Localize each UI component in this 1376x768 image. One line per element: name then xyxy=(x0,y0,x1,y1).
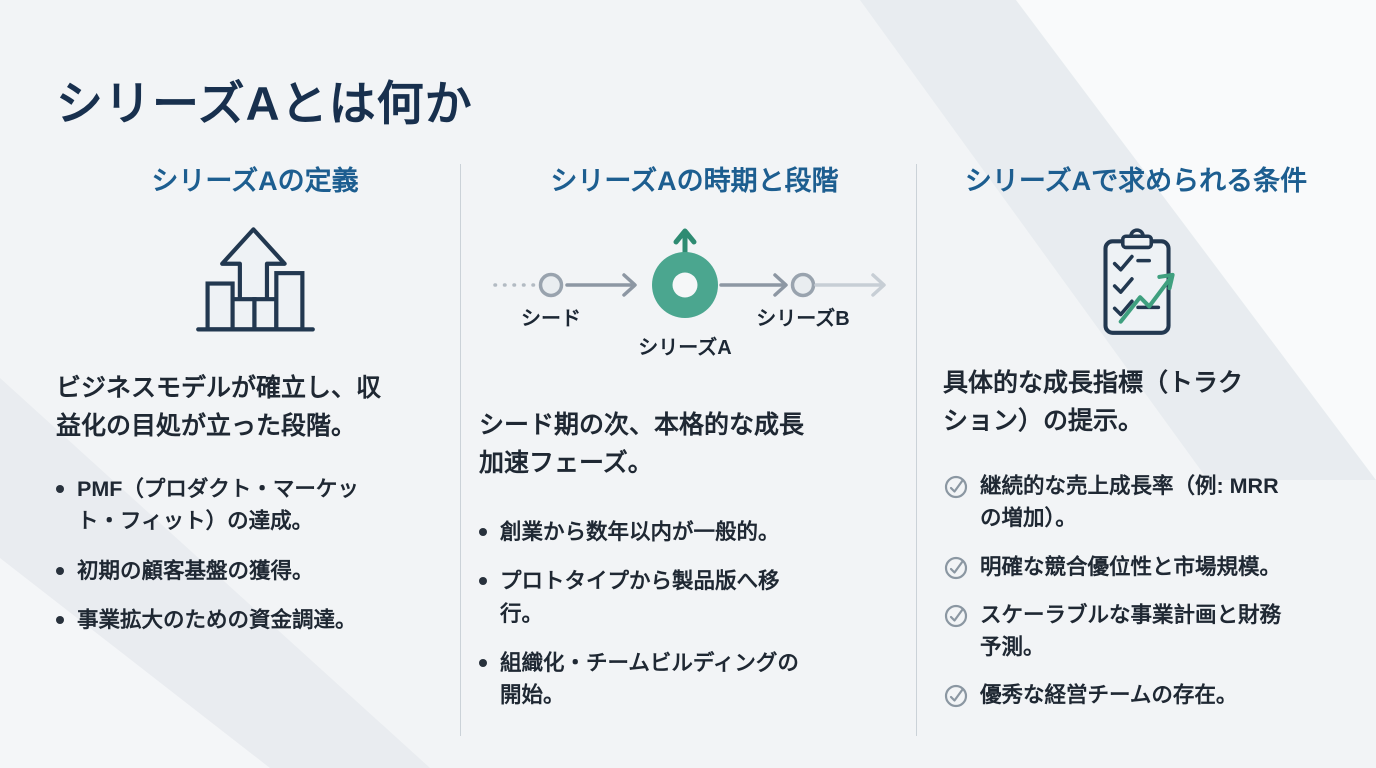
growth-bar-chart-icon xyxy=(195,227,315,332)
list-item: PMF（プロダクト・マーケット・フィット）の達成。 xyxy=(56,473,390,538)
column-timing: シリーズAの時期と段階 xyxy=(461,148,916,736)
check-circle-icon xyxy=(944,475,968,499)
check-text: 明確な競合優位性と市場規模。 xyxy=(980,554,1282,579)
bullet-dot-icon xyxy=(479,528,487,537)
bullet-dot-icon xyxy=(479,577,487,586)
bullet-dot-icon xyxy=(479,658,487,667)
column-requirements-icon-wrap xyxy=(943,227,1329,339)
requirements-check-list: 継続的な売上成長率（例: MRRの増加）。 明確な競合優位性と市場規模。 スケー… xyxy=(943,470,1295,712)
bullet-dot-icon xyxy=(56,485,64,494)
column-requirements-header: シリーズAで求められる条件 xyxy=(964,166,1308,196)
timeline-node-seed xyxy=(538,272,563,298)
trend-up-arrow-icon xyxy=(1118,275,1173,324)
list-item: 初期の顧客基盤の獲得。 xyxy=(56,555,390,587)
bullet-text: 組織化・チームビルディングの開始。 xyxy=(500,650,799,708)
check-text: 優秀な経営チームの存在。 xyxy=(980,683,1238,708)
column-definition-header: シリーズAの定義 xyxy=(151,166,359,196)
list-item: スケーラブルな事業計画と財務予測。 xyxy=(943,599,1295,664)
funding-timeline-wrap: シード シリーズA シリーズB xyxy=(479,223,910,373)
list-item: 事業拡大のための資金調達。 xyxy=(56,604,390,636)
bullet-text: PMF（プロダクト・マーケット・フィット）の達成。 xyxy=(77,477,359,534)
bullet-dot-icon xyxy=(56,566,64,575)
list-item: 継続的な売上成長率（例: MRRの増加）。 xyxy=(943,470,1295,535)
check-text: 継続的な売上成長率（例: MRRの増加）。 xyxy=(980,474,1279,531)
bullet-text: 初期の顧客基盤の獲得。 xyxy=(77,558,314,583)
list-item: 優秀な経営チームの存在。 xyxy=(943,679,1295,711)
timeline-node-series-b xyxy=(790,272,815,298)
definition-bullet-list: PMF（プロダクト・マーケット・フィット）の達成。 初期の顧客基盤の獲得。 事業… xyxy=(56,473,390,636)
timing-lead-text: シード期の次、本格的な成長加速フェーズ。 xyxy=(479,411,805,477)
check-circle-icon xyxy=(944,685,968,708)
timeline-node-series-a-hole xyxy=(672,272,697,298)
column-timing-header: シリーズAの時期と段階 xyxy=(550,166,839,196)
check-text: スケーラブルな事業計画と財務予測。 xyxy=(980,602,1282,660)
list-item: 創業から数年以内が一般的。 xyxy=(479,516,803,548)
arrow-right-icon xyxy=(621,273,637,297)
column-divider xyxy=(460,164,461,736)
page-title: シリーズAとは何か xyxy=(56,77,473,131)
requirements-lead-text: 具体的な成長指標（トラクション）の提示。 xyxy=(943,369,1244,435)
column-definition-icon-wrap xyxy=(56,225,454,340)
bullet-text: 創業から数年以内が一般的。 xyxy=(500,520,780,545)
column-divider xyxy=(916,164,917,736)
arrow-up-icon xyxy=(673,228,696,245)
list-item: プロトタイプから製品版へ移行。 xyxy=(479,565,803,630)
timeline-label-series-a: シリーズA xyxy=(638,335,731,359)
columns-container: シリーズAの定義 ビジネスモデルが確立し、収益化の目処が立った段階。 PMF（プ… xyxy=(56,148,1330,736)
arrow-right-icon xyxy=(772,273,788,297)
bullet-text: プロトタイプから製品版へ移行。 xyxy=(500,569,780,626)
list-item: 明確な競合優位性と市場規模。 xyxy=(943,551,1295,583)
funding-timeline-diagram: シード シリーズA シリーズB xyxy=(492,228,886,359)
check-circle-icon xyxy=(944,604,968,627)
check-circle-icon xyxy=(944,556,968,579)
definition-lead-text: ビジネスモデルが確立し、収益化の目処が立った段階。 xyxy=(56,374,382,440)
clipboard-checklist-icon xyxy=(1103,228,1175,335)
timing-bullet-list: 創業から数年以内が一般的。 プロトタイプから製品版へ移行。 組織化・チームビルデ… xyxy=(479,516,803,711)
list-item: 組織化・チームビルディングの開始。 xyxy=(479,647,803,712)
timeline-label-seed: シード xyxy=(521,308,581,330)
bullet-text: 事業拡大のための資金調達。 xyxy=(77,607,357,632)
arrow-right-icon xyxy=(870,273,886,297)
timeline-label-series-b: シリーズB xyxy=(756,306,849,330)
column-definition: シリーズAの定義 ビジネスモデルが確立し、収益化の目処が立った段階。 PMF（プ… xyxy=(56,148,460,736)
bullet-dot-icon xyxy=(56,615,64,624)
column-requirements: シリーズAで求められる条件 具体的な成長指標（トラクション）の提示。 xyxy=(917,148,1329,736)
